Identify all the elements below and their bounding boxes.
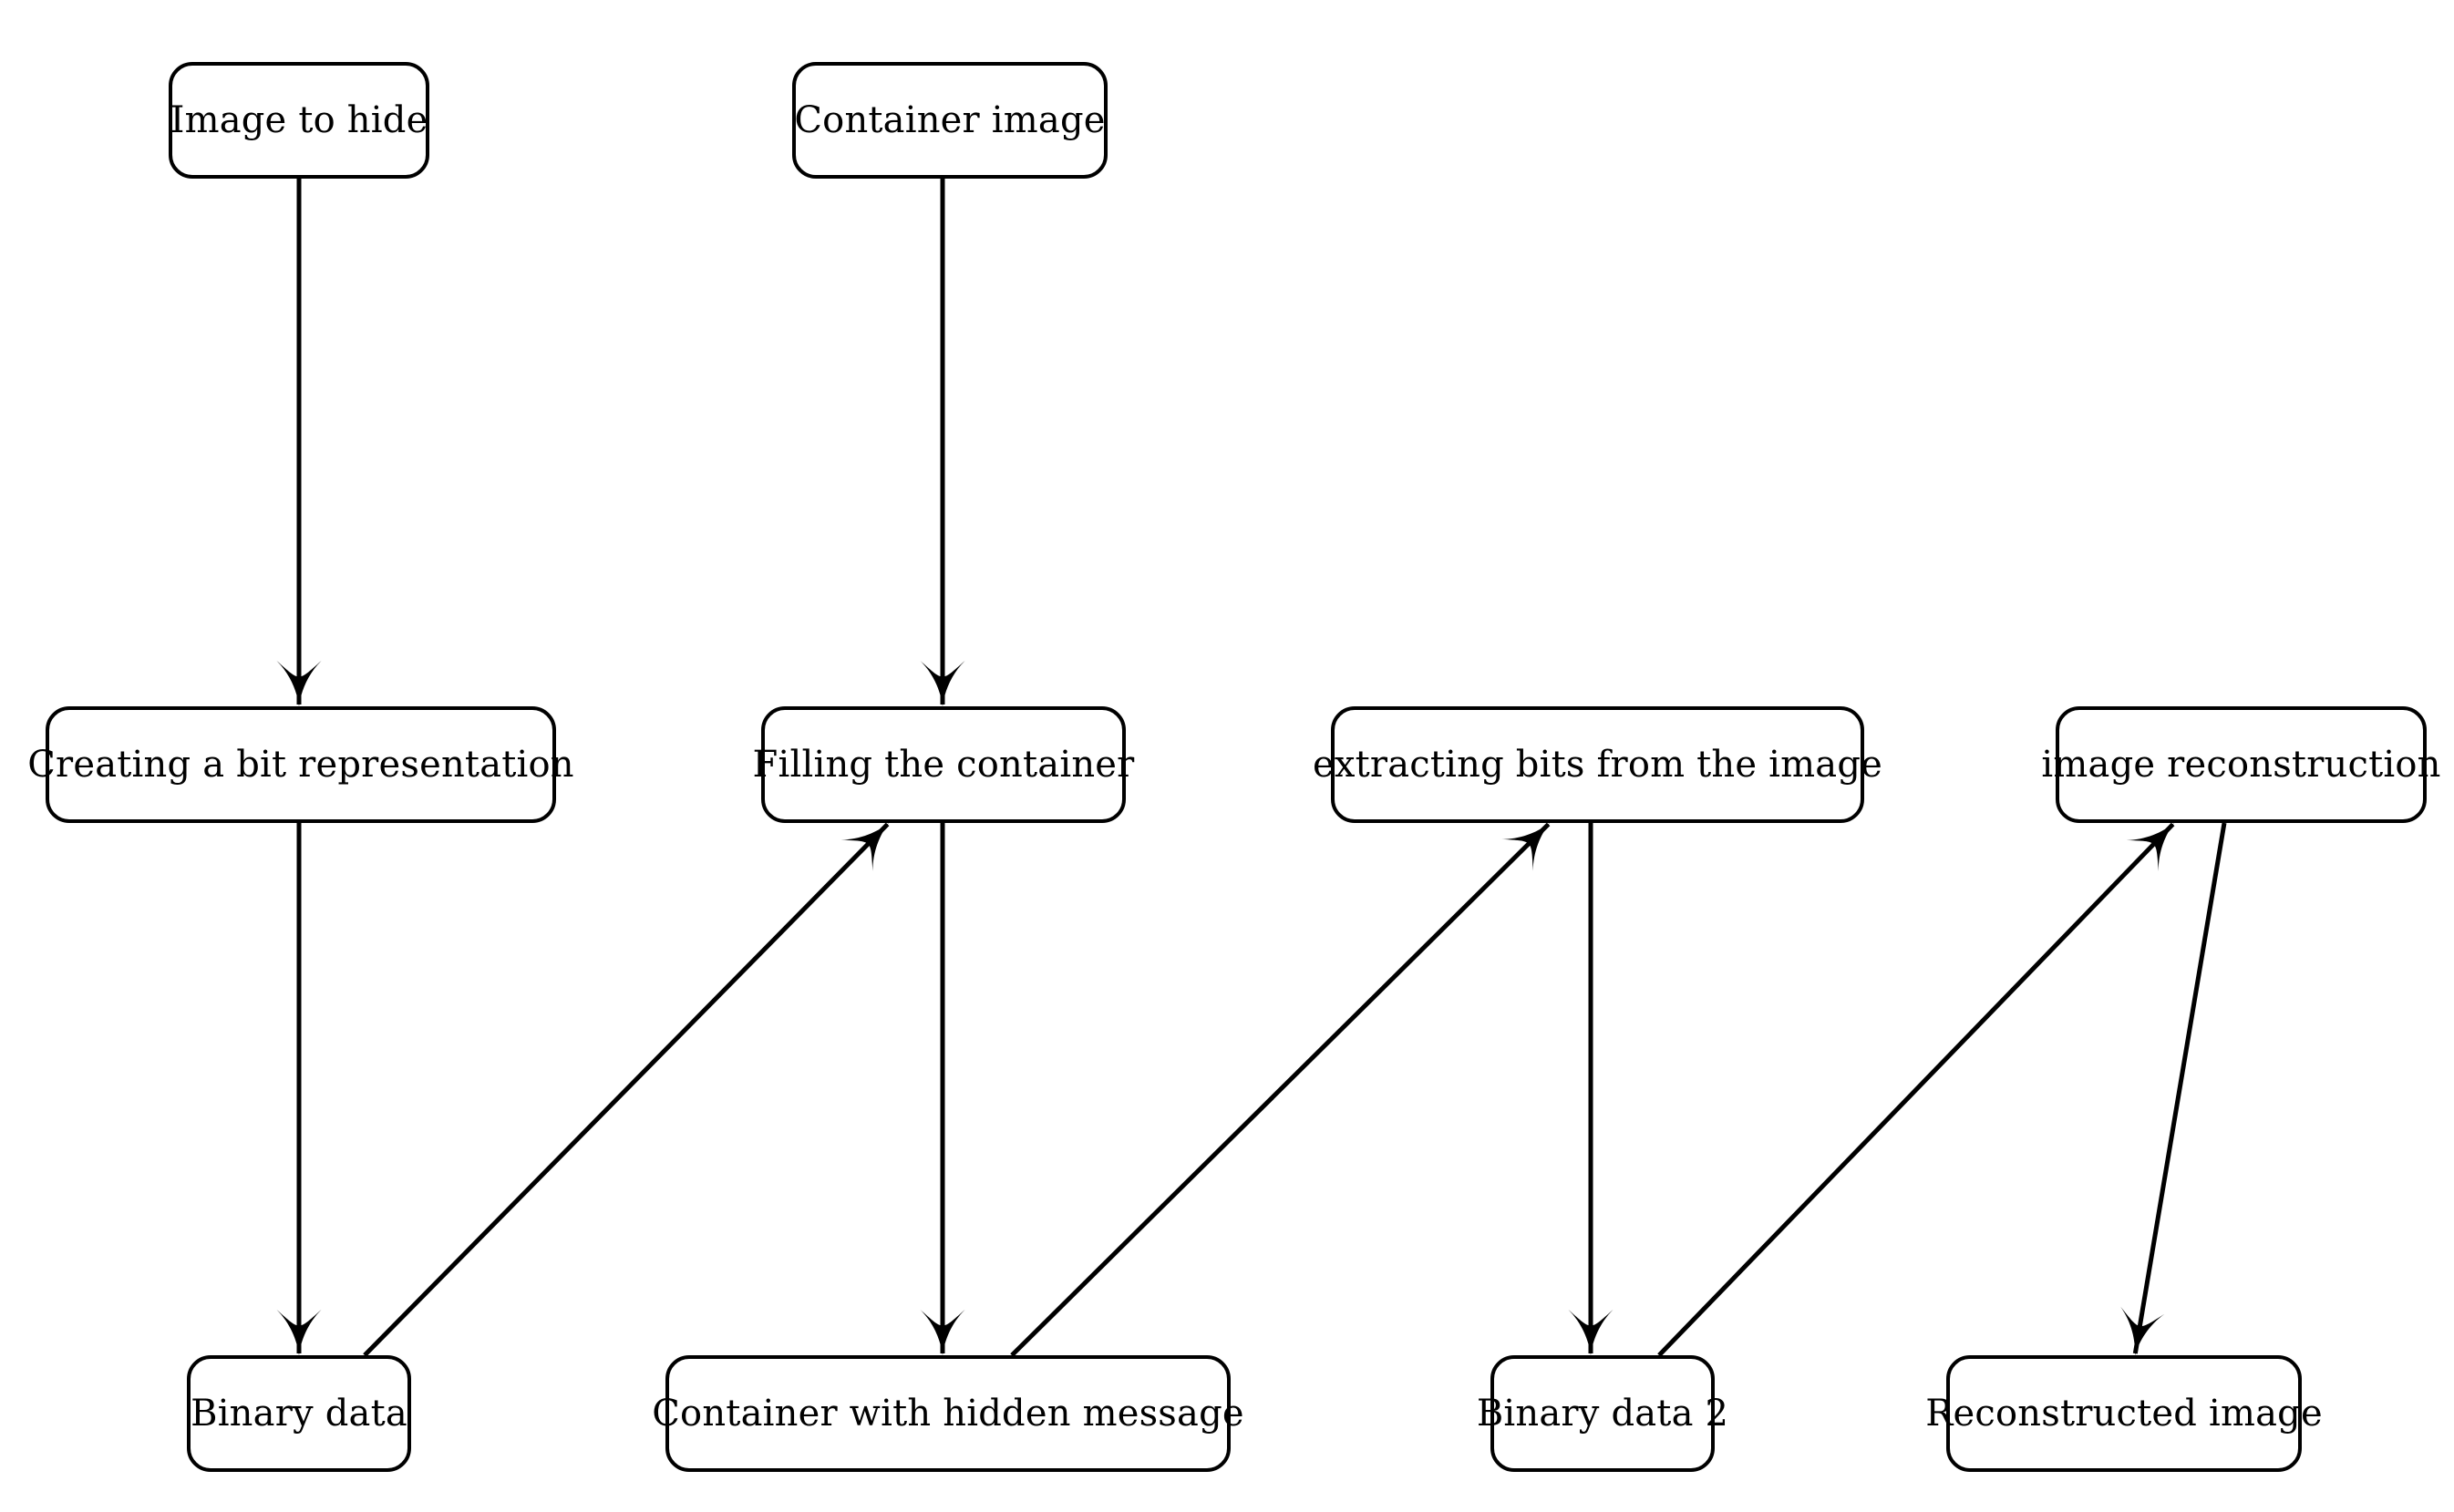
node-image-reconstruction[interactable]: image reconstruction [2041, 706, 2440, 823]
edge-binary-data-filling-container [363, 822, 890, 1357]
node-label-binary-data-2: Binary data 2 [1476, 1393, 1729, 1435]
node-label-image-to-hide: Image to hide [170, 99, 428, 141]
node-binary-data-2[interactable]: Binary data 2 [1477, 1355, 1728, 1472]
edge-image-reconstruction-reconstructed [2120, 822, 2227, 1356]
node-label-binary-data: Binary data [191, 1393, 407, 1435]
node-label-reconstructed-image: Reconstructed image [1925, 1393, 2323, 1435]
node-container-image[interactable]: Container image [792, 62, 1108, 179]
node-label-image-reconstruction: image reconstruction [2041, 744, 2441, 786]
node-filling-container[interactable]: Filling the container [753, 706, 1134, 823]
node-creating-bits[interactable]: Creating a bit representation [27, 706, 574, 823]
node-label-creating-bits: Creating a bit representation [27, 744, 574, 786]
edge-binary-data-2-image-reconstruction [1657, 822, 2175, 1357]
node-label-filling-container: Filling the container [752, 744, 1135, 786]
node-reconstructed-image[interactable]: Reconstructed image [1925, 1355, 2323, 1472]
node-extracting-bits[interactable]: extracting bits from the image [1313, 706, 1882, 823]
node-label-container-image: Container image [794, 99, 1106, 141]
node-label-extracting-bits: extracting bits from the image [1312, 744, 1883, 786]
node-image-to-hide[interactable]: Image to hide [169, 62, 429, 179]
node-container-hidden[interactable]: Container with hidden message [652, 1355, 1244, 1472]
edge-container-hidden-extracting-bits [1010, 822, 1551, 1357]
node-label-container-hidden: Container with hidden message [652, 1393, 1244, 1435]
node-binary-data[interactable]: Binary data [187, 1355, 411, 1472]
